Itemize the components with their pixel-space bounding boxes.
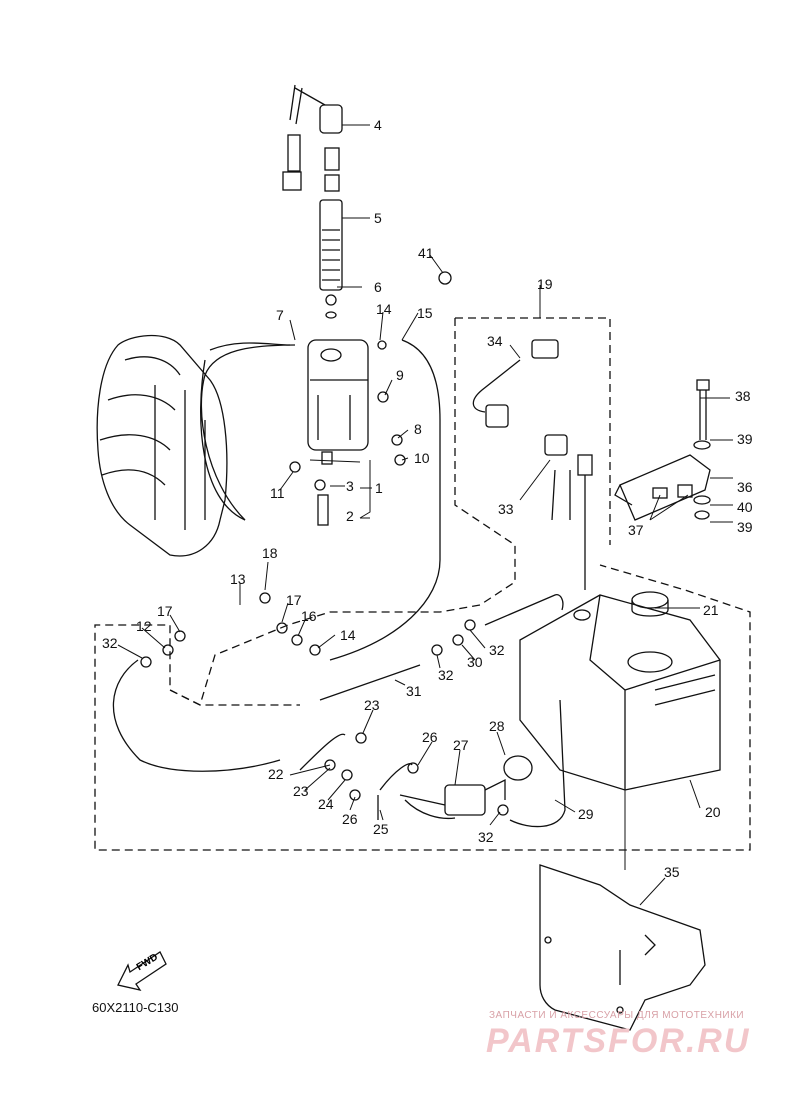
callout-21: 21: [703, 602, 719, 618]
callout-36: 36: [737, 479, 753, 495]
callout-37: 37: [628, 522, 644, 538]
callout-39-top: 39: [737, 431, 753, 447]
hose-25: [377, 763, 413, 820]
callout-14-mid: 14: [340, 627, 356, 643]
callout-5: 5: [374, 210, 382, 226]
callout-32-bottom: 32: [478, 829, 494, 845]
hose-31: [319, 664, 421, 701]
callout-3: 3: [346, 478, 354, 494]
callout-33: 33: [498, 501, 514, 517]
callout-35: 35: [664, 864, 680, 880]
callout-7: 7: [276, 307, 284, 323]
oil-pump: [399, 755, 533, 820]
mounting-bracket: [614, 379, 711, 521]
air-silencer: [96, 334, 291, 557]
callout-17-right: 17: [286, 592, 302, 608]
callout-22: 22: [268, 766, 284, 782]
hose-15: [329, 339, 441, 661]
hose-29: [509, 699, 566, 828]
callout-31: 31: [406, 683, 422, 699]
callout-27: 27: [453, 737, 469, 753]
callout-32-mid: 32: [489, 642, 505, 658]
oil-level-sensor: [472, 339, 593, 590]
fwd-arrow-icon: [117, 951, 167, 991]
hose-22: [299, 733, 346, 771]
callout-6: 6: [374, 279, 382, 295]
callout-23-top: 23: [364, 697, 380, 713]
filter-element: [319, 199, 343, 306]
callout-16: 16: [301, 608, 317, 624]
callout-40: 40: [737, 499, 753, 515]
callout-19: 19: [537, 276, 553, 292]
callout-9: 9: [396, 367, 404, 383]
vent-hose-assembly: [282, 84, 343, 192]
drawing-code: 60X2110-C130: [92, 1000, 179, 1015]
callout-38: 38: [735, 388, 751, 404]
callout-23-bottom: 23: [293, 783, 309, 799]
callout-26-top: 26: [422, 729, 438, 745]
callout-12: 12: [136, 618, 152, 634]
callout-34: 34: [487, 333, 503, 349]
hose-tank-inlet: [484, 594, 564, 626]
main-oil-tank: [519, 591, 721, 791]
hose-7: [200, 344, 296, 521]
callout-15: 15: [417, 305, 433, 321]
group-frame-19: [94, 317, 751, 851]
callout-28: 28: [489, 718, 505, 734]
callout-14-top: 14: [376, 301, 392, 317]
callout-10: 10: [414, 450, 430, 466]
callout-25: 25: [373, 821, 389, 837]
callout-2: 2: [346, 508, 354, 524]
callout-24: 24: [318, 796, 334, 812]
callout-32-left: 32: [102, 635, 118, 651]
callout-8: 8: [414, 421, 422, 437]
watermark-tagline: ЗАПЧАСТИ И АКСЕССУАРЫ ДЛЯ МОТОТЕХНИКИ: [489, 1010, 745, 1021]
callout-32-center: 32: [438, 667, 454, 683]
callout-29: 29: [578, 806, 594, 822]
callout-13: 13: [230, 571, 246, 587]
leader-lines: [117, 124, 733, 906]
callout-4: 4: [374, 117, 382, 133]
callout-30: 30: [467, 654, 483, 670]
callout-41: 41: [418, 245, 434, 261]
callout-11: 11: [270, 485, 285, 501]
callout-39-bottom: 39: [737, 519, 753, 535]
mounting-plate: [539, 864, 706, 1031]
frame-lower: [169, 689, 300, 706]
callout-1: 1: [375, 480, 383, 496]
callout-17-left: 17: [157, 603, 173, 619]
callout-20: 20: [705, 804, 721, 820]
clamps-fittings: [140, 271, 509, 816]
sub-tank: [307, 311, 369, 465]
callout-26-bottom: 26: [342, 811, 358, 827]
watermark-logo: PARTSFOR.RU: [486, 1022, 751, 1060]
callout-18: 18: [262, 545, 278, 561]
hose-loop: [112, 659, 281, 772]
